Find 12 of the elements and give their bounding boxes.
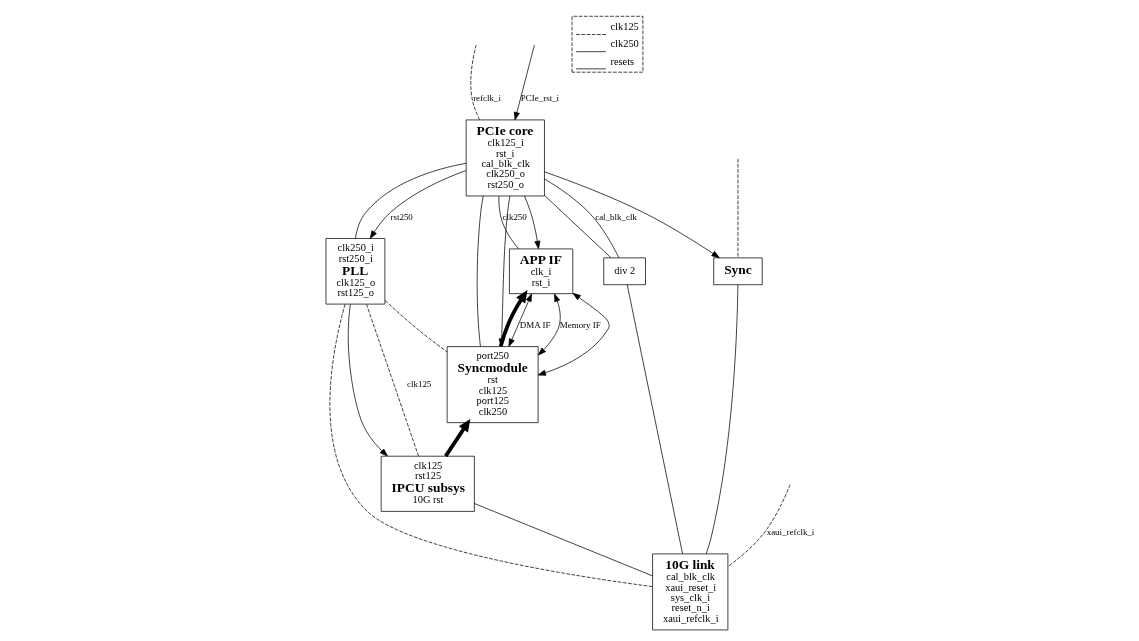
edge-label: rst250	[390, 211, 413, 222]
edge-label: DMA IF	[519, 319, 550, 330]
edge-label: PCIe_rst_i	[520, 92, 559, 103]
edge-label: clk250	[501, 211, 527, 222]
edge-label: clk125	[406, 378, 431, 389]
legend-label: clk125	[609, 21, 639, 33]
legend-label: clk250	[609, 38, 639, 50]
edge-label: Memory IF	[559, 319, 601, 330]
legend-label: resets	[609, 55, 634, 67]
edge-label: xaui_refclk_i	[766, 526, 814, 537]
edge-label: cal_blk_clk	[594, 211, 637, 222]
edge-label: refclk_i	[472, 92, 501, 103]
